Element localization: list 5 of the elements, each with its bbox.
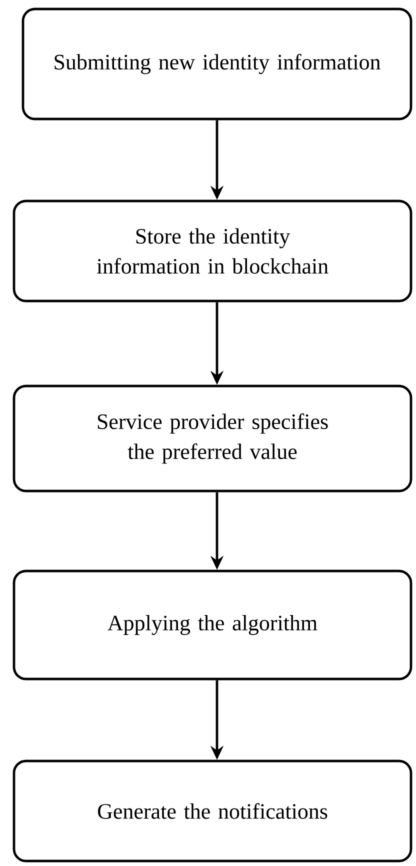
process-box: Store the identity information in blockchain [12,200,412,302]
process-box: Service provider specifies the preferred value [12,384,412,492]
process-box: Applying the algorithm [12,570,412,680]
process-box: Submitting new identity information [22,8,412,120]
process-box: Generate the notifications [12,760,412,862]
